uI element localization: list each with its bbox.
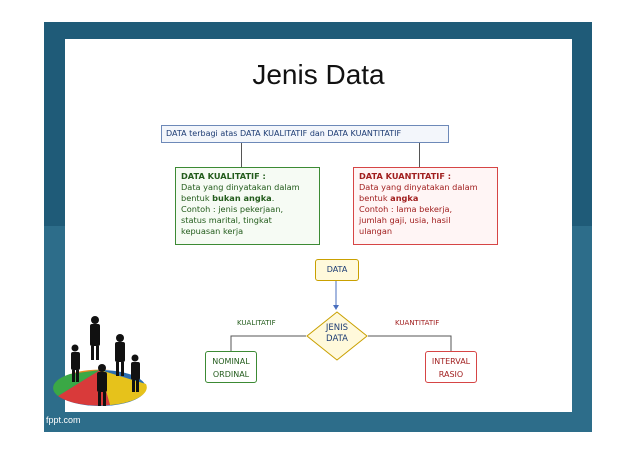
- kualitatif-line1: Data yang dinyatakan dalam: [181, 182, 300, 192]
- kuantitatif-line4: jumlah gaji, usia, hasil: [359, 215, 451, 225]
- business-people-pie-illustration: [53, 316, 147, 406]
- kuantitatif-line2-bold: angka: [390, 193, 419, 203]
- kuantitatif-heading: DATA KUANTITATIF :: [359, 171, 452, 181]
- slide-title: Jenis Data: [252, 59, 385, 90]
- connector-top-to-kualitatif: [241, 143, 242, 167]
- kuantitatif-line1: Data yang dinyatakan dalam: [359, 182, 478, 192]
- kualitatif-heading: DATA KUALITATIF :: [181, 171, 266, 181]
- kuantitatif-line3: Contoh : lama bekerja,: [359, 204, 453, 214]
- kualitatif-line2-pre: bentuk: [181, 193, 213, 203]
- interval-label: INTERVAL: [431, 357, 471, 366]
- data-node: DATA: [315, 259, 359, 281]
- edge-label-kualitatif: KUALITATIF: [237, 319, 276, 327]
- top-summary-box: DATA terbagi atas DATA KUALITATIF dan DA…: [161, 125, 449, 143]
- kualitatif-line4: status marital, tingkat: [181, 215, 272, 225]
- footer-credit: fppt.com: [46, 415, 81, 425]
- kuantitatif-definition-box: DATA KUANTITATIF : Data yang dinyatakan …: [353, 167, 498, 245]
- kuantitatif-line2-pre: bentuk: [359, 193, 391, 203]
- connector-diamond-to-interval: [368, 335, 452, 351]
- connector-top-to-kuantitatif: [419, 143, 420, 167]
- rasio-label: RASIO: [438, 370, 464, 379]
- slide: Jenis Data DATA terbagi atas DATA KUALIT…: [65, 39, 572, 412]
- kualitatif-line3: Contoh : jenis pekerjaan,: [181, 204, 284, 214]
- diamond-label: JENIS DATA: [306, 323, 368, 345]
- kualitatif-line2-post: .: [271, 193, 275, 203]
- diamond-line2: DATA: [326, 334, 348, 344]
- diamond-line1: JENIS: [325, 323, 349, 333]
- connector-diamond-to-nominal: [230, 335, 306, 351]
- interval-rasio-node: INTERVAL RASIO: [425, 351, 477, 383]
- nominal-ordinal-node: NOMINAL ORDINAL: [205, 351, 257, 383]
- kualitatif-line2-bold: bukan angka: [212, 193, 272, 203]
- arrowhead-icon: [333, 305, 339, 310]
- nominal-label: NOMINAL: [212, 357, 250, 366]
- ordinal-label: ORDINAL: [212, 370, 250, 379]
- kualitatif-definition-box: DATA KUALITATIF : Data yang dinyatakan d…: [175, 167, 320, 245]
- kualitatif-line5: kepuasan kerja: [181, 226, 244, 236]
- edge-label-kuantitatif: KUANTITATIF: [395, 319, 440, 327]
- jenis-data-diamond: [306, 311, 368, 361]
- kuantitatif-line5: ulangan: [359, 226, 393, 236]
